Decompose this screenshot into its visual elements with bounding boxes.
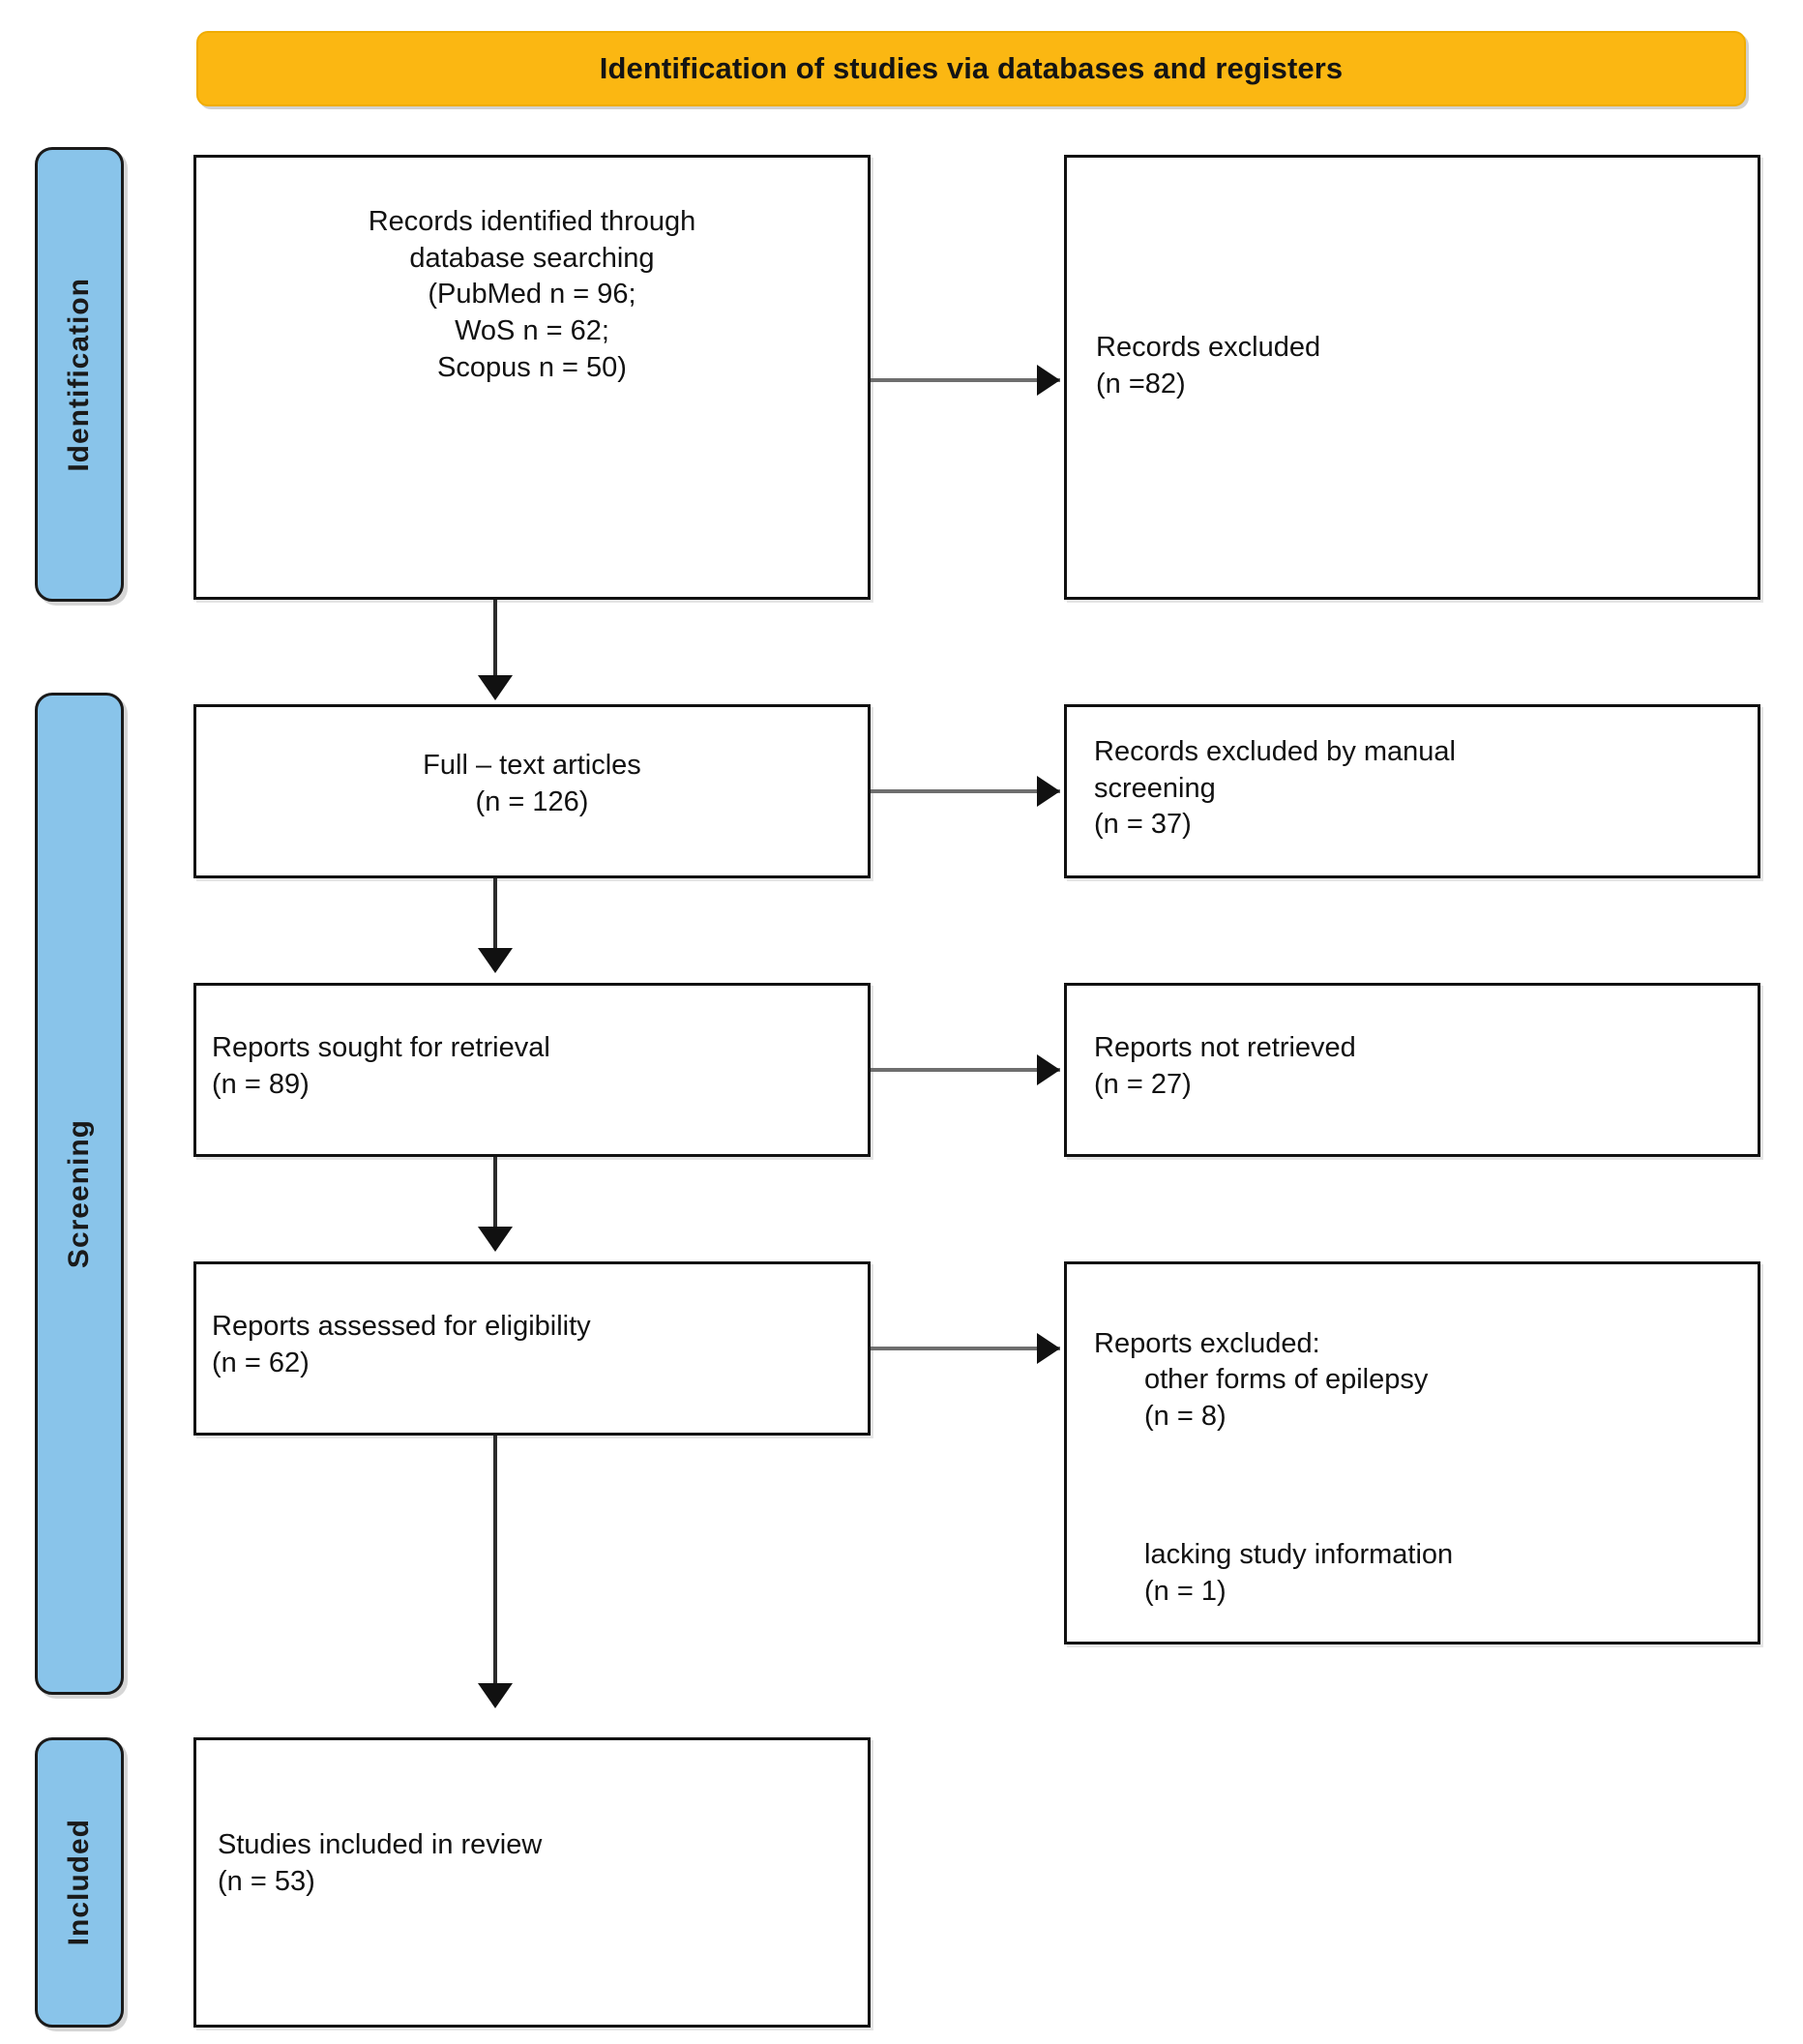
box-studies-included: Studies included in review (n = 53) (193, 1737, 871, 2028)
box-reports-excluded: Reports excluded: other forms of epileps… (1064, 1261, 1760, 1644)
reports-excluded-heading: Reports excluded: (1094, 1327, 1320, 1359)
box-records-excluded-text: Records excluded (n =82) (1096, 332, 1321, 400)
connector-fulltext-to-sought (493, 878, 497, 952)
arrowhead-down-icon (478, 948, 513, 973)
box-reports-sought: Reports sought for retrieval (n = 89) (193, 983, 871, 1157)
stage-label-included: Included (35, 1737, 124, 2028)
box-reports-not-retrieved-text: Reports not retrieved (n = 27) (1094, 1032, 1356, 1100)
arrowhead-down-icon (478, 1683, 513, 1708)
stage-label-identification: Identification (35, 147, 124, 602)
box-reports-assessed: Reports assessed for eligibility (n = 62… (193, 1261, 871, 1436)
box-reports-sought-text: Reports sought for retrieval (n = 89) (212, 1032, 550, 1100)
arrowhead-right-icon (1037, 1333, 1060, 1364)
box-full-text-articles: Full – text articles (n = 126) (193, 704, 871, 878)
connector-fulltext-to-excluded-manual (871, 789, 1060, 793)
box-records-excluded: Records excluded (n =82) (1064, 155, 1760, 600)
box-records-excluded-manual-text: Records excluded by manual screening (n … (1094, 736, 1456, 841)
box-records-identified: Records identified through database sear… (193, 155, 871, 600)
spacer (1094, 1471, 1453, 1500)
connector-assessed-to-included (493, 1436, 497, 1685)
box-records-excluded-manual: Records excluded by manual screening (n … (1064, 704, 1760, 878)
connector-sought-to-not-retrieved (871, 1068, 1060, 1072)
diagram-title: Identification of studies via databases … (599, 51, 1344, 85)
box-reports-excluded-content: Reports excluded: other forms of epileps… (1094, 1289, 1453, 1646)
stage-label-included-text: Included (63, 1819, 95, 1946)
stage-label-screening: Screening (35, 693, 124, 1695)
stage-label-screening-text: Screening (63, 1118, 95, 1269)
box-records-identified-text: Records identified through database sear… (368, 206, 696, 383)
arrowhead-down-icon (478, 1227, 513, 1252)
stage-label-identification-text: Identification (63, 277, 95, 472)
connector-identified-to-fulltext (493, 600, 497, 679)
connector-identified-to-excluded (871, 378, 1060, 382)
arrowhead-right-icon (1037, 1054, 1060, 1085)
arrowhead-right-icon (1037, 365, 1060, 396)
box-reports-assessed-text: Reports assessed for eligibility (n = 62… (212, 1311, 591, 1378)
box-full-text-articles-text: Full – text articles (n = 126) (423, 750, 641, 817)
connector-sought-to-assessed (493, 1157, 497, 1230)
arrowhead-right-icon (1037, 776, 1060, 807)
reports-excluded-reason-2: lacking study information (n = 1) (1144, 1539, 1454, 1607)
arrowhead-down-icon (478, 675, 513, 700)
reports-excluded-reason-1: other forms of epilepsy (n = 8) (1144, 1364, 1429, 1433)
connector-assessed-to-reports-excluded (871, 1347, 1060, 1350)
box-studies-included-text: Studies included in review (n = 53) (218, 1829, 543, 1897)
diagram-header-banner: Identification of studies via databases … (196, 31, 1746, 106)
box-reports-not-retrieved: Reports not retrieved (n = 27) (1064, 983, 1760, 1157)
